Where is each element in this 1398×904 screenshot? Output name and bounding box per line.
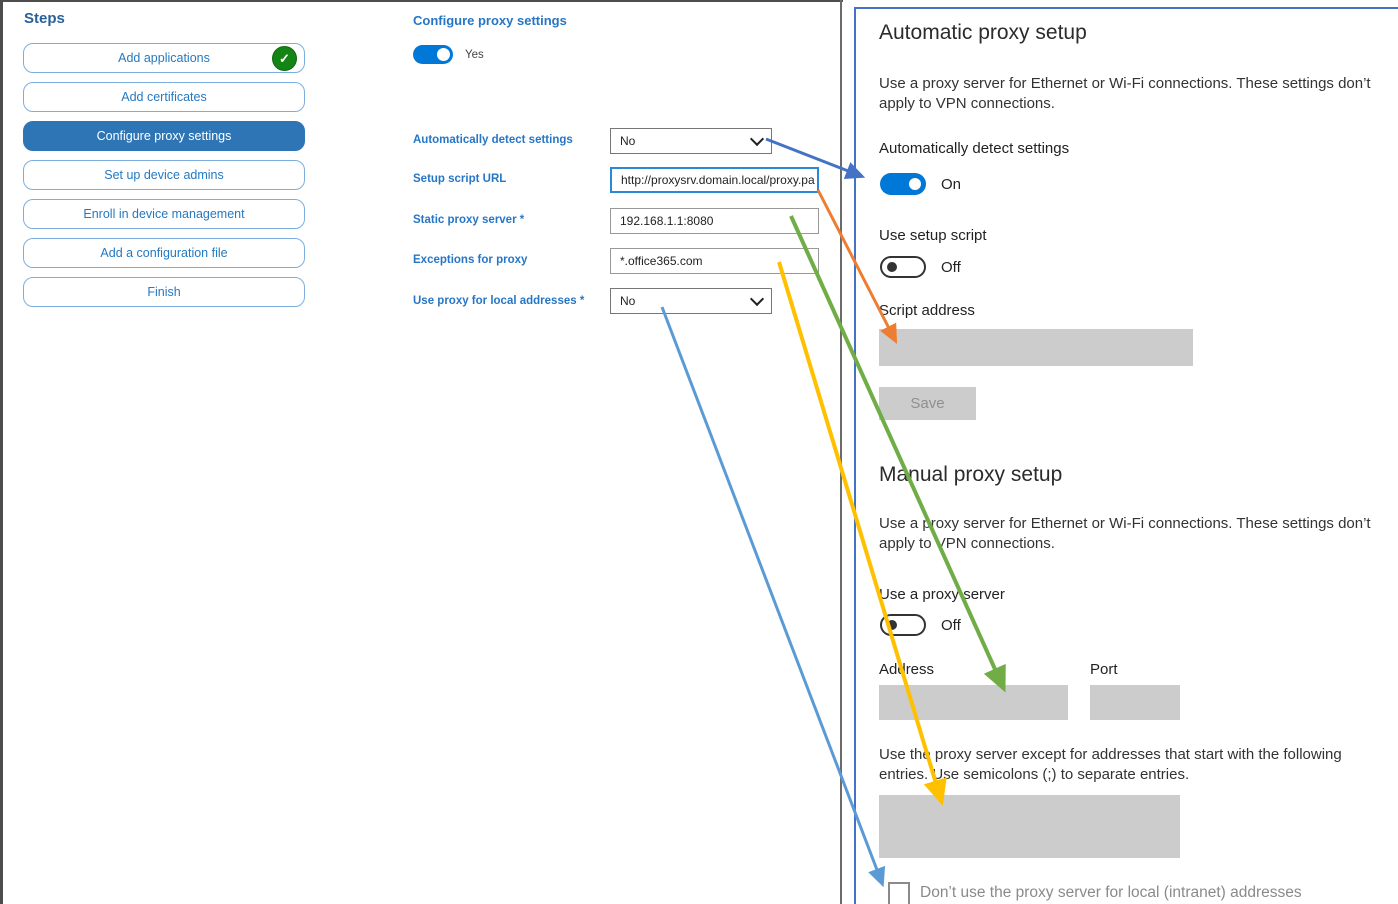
detect-settings-label: Automatically detect settings <box>879 140 1070 157</box>
check-icon: ✓ <box>272 46 297 71</box>
step-label: Add a configuration file <box>100 246 228 260</box>
local-addresses-checkbox-label: Don’t use the proxy server for local (in… <box>920 884 1302 901</box>
manual-proxy-description: Use a proxy server for Ethernet or Wi-Fi… <box>879 515 1371 553</box>
step-enroll-device-management[interactable]: Enroll in device management <box>23 199 305 229</box>
use-proxy-server-label: Use a proxy server <box>879 586 1005 603</box>
step-add-applications[interactable]: Add applications ✓ <box>23 43 305 73</box>
chevron-down-icon <box>749 291 765 307</box>
setup-script-url-value: http://proxysrv.domain.local/proxy.pa <box>621 173 815 187</box>
field-label-detect-settings: Automatically detect settings <box>413 134 573 146</box>
field-label-local-addresses: Use proxy for local addresses * <box>413 295 585 307</box>
address-input[interactable] <box>879 685 1068 720</box>
port-input[interactable] <box>1090 685 1180 720</box>
use-setup-script-toggle-state: Off <box>941 259 961 276</box>
exceptions-value: *.office365.com <box>620 254 703 268</box>
static-proxy-input[interactable]: 192.168.1.1:8080 <box>610 208 819 234</box>
save-button[interactable]: Save <box>879 387 976 420</box>
automatic-proxy-heading: Automatic proxy setup <box>879 21 1087 44</box>
step-label: Add applications <box>118 51 210 65</box>
local-addresses-checkbox[interactable] <box>888 882 910 904</box>
local-addresses-select[interactable]: No <box>610 288 772 314</box>
detect-settings-toggle-state: On <box>941 176 962 193</box>
script-address-label: Script address <box>879 302 975 319</box>
steps-panel-title: Steps <box>24 10 65 27</box>
script-address-input[interactable] <box>879 329 1193 366</box>
exceptions-input[interactable]: *.office365.com <box>610 248 819 274</box>
detect-settings-toggle[interactable] <box>880 173 926 195</box>
use-setup-script-label: Use setup script <box>879 227 987 244</box>
port-label: Port <box>1090 661 1118 678</box>
step-label: Add certificates <box>121 90 207 104</box>
chevron-down-icon <box>749 131 765 147</box>
step-label: Enroll in device management <box>83 207 245 221</box>
step-finish[interactable]: Finish <box>23 277 305 307</box>
field-label-setup-script-url: Setup script URL <box>413 173 507 185</box>
manual-proxy-heading: Manual proxy setup <box>879 463 1063 486</box>
step-set-up-device-admins[interactable]: Set up device admins <box>23 160 305 190</box>
proxy-exceptions-description: Use the proxy server except for addresse… <box>879 746 1342 784</box>
step-add-certificates[interactable]: Add certificates <box>23 82 305 112</box>
proxy-exceptions-textarea[interactable] <box>879 795 1180 858</box>
window-top-border <box>3 0 843 2</box>
configure-proxy-toggle-state: Yes <box>465 49 484 61</box>
step-configure-proxy-settings[interactable]: Configure proxy settings <box>23 121 305 151</box>
detect-settings-select[interactable]: No <box>610 128 772 154</box>
field-label-exceptions: Exceptions for proxy <box>413 254 528 266</box>
local-addresses-arrow <box>660 306 886 888</box>
address-label: Address <box>879 661 935 678</box>
use-proxy-server-toggle-state: Off <box>941 617 961 634</box>
step-label: Configure proxy settings <box>96 129 232 143</box>
use-setup-script-toggle[interactable] <box>880 256 926 278</box>
static-proxy-value: 192.168.1.1:8080 <box>620 214 714 228</box>
detect-settings-value: No <box>620 134 636 148</box>
step-label: Finish <box>147 285 181 299</box>
automatic-proxy-description: Use a proxy server for Ethernet or Wi-Fi… <box>879 75 1371 113</box>
setup-script-url-input[interactable]: http://proxysrv.domain.local/proxy.pa <box>610 167 819 193</box>
local-addresses-value: No <box>620 294 636 308</box>
form-title: Configure proxy settings <box>413 13 567 28</box>
step-label: Set up device admins <box>104 168 224 182</box>
field-label-static-proxy: Static proxy server * <box>413 214 525 226</box>
configure-proxy-toggle[interactable] <box>413 45 453 64</box>
use-proxy-server-toggle[interactable] <box>880 614 926 636</box>
step-add-configuration-file[interactable]: Add a configuration file <box>23 238 305 268</box>
panel-divider <box>840 0 842 904</box>
